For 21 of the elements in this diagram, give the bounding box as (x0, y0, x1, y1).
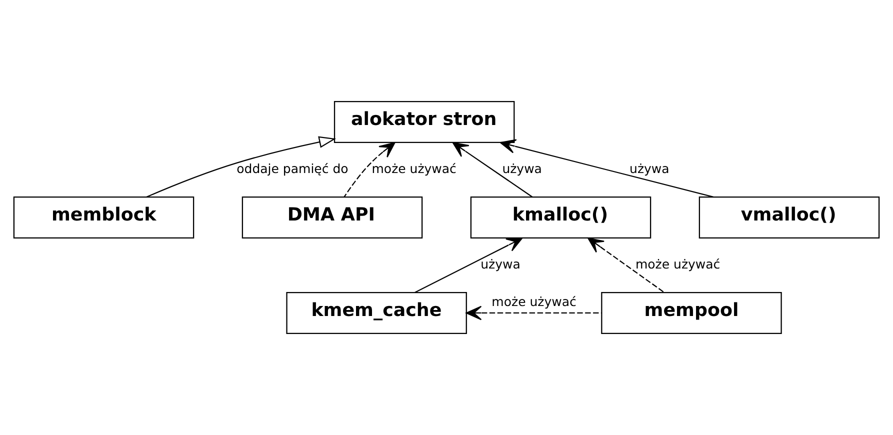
arrow (146, 136, 336, 198)
node-box: vmalloc() (698, 196, 880, 239)
arrow (344, 142, 396, 198)
node-box: alokator stron (334, 100, 515, 144)
edge-label: może używać (372, 160, 456, 176)
arrow (414, 238, 523, 293)
edge-label: używa (480, 256, 520, 272)
node-box: kmalloc() (470, 196, 652, 239)
edge-label: może używać (492, 294, 576, 309)
node-box: mempool (601, 292, 782, 334)
edge-label: używa (630, 160, 670, 176)
node-box: kmem_cache (286, 292, 467, 334)
arrow (466, 306, 602, 320)
arrow (588, 238, 664, 293)
arrow (500, 139, 714, 198)
arrow (452, 142, 533, 198)
node-box: DMA API (242, 196, 423, 239)
edge-label: używa (502, 160, 542, 176)
edge-label: może używać (635, 256, 720, 272)
node-box: memblock (13, 196, 194, 239)
edge-label: oddaje pamięć do (236, 160, 348, 176)
